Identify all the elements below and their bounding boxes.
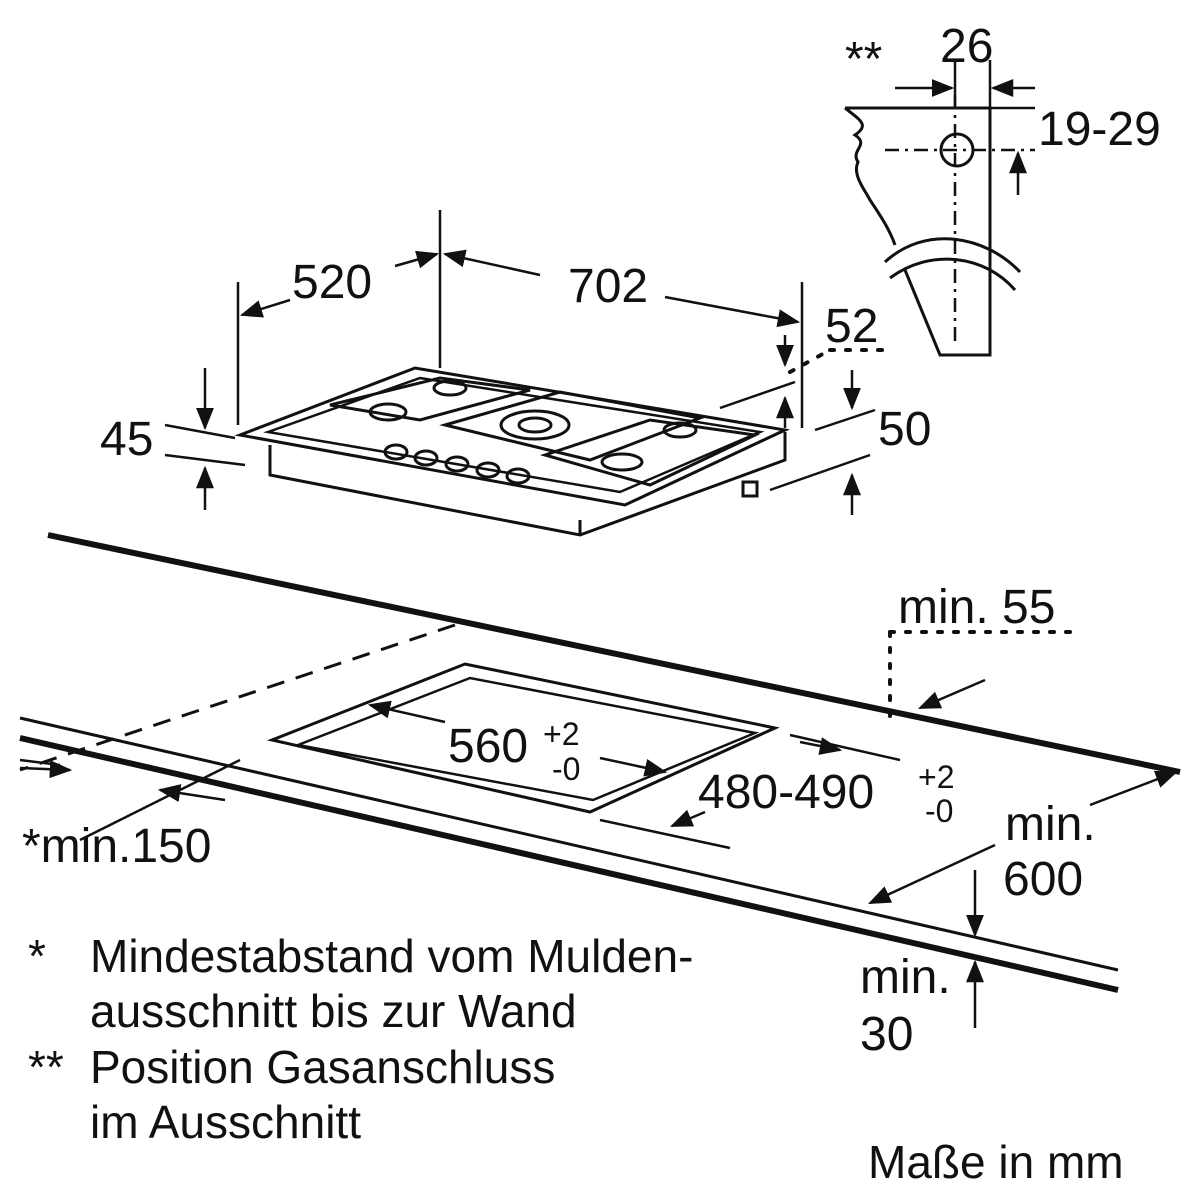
gas-marker: ** [845,33,882,86]
dim-702: 702 [568,260,648,313]
dim-560-tol-plus: +2 [543,716,579,752]
note-star-line2: ausschnitt bis zur Wand [90,985,577,1037]
wall-line [19,623,456,772]
knob-3 [444,455,470,473]
dim-52: 52 [825,300,878,353]
pan-support-left [329,376,531,422]
note-star-mark: * [28,930,46,982]
burner-left-front [368,402,408,422]
dim-19-29: 19-29 [1038,103,1161,156]
dim-min-55: min. 55 [898,581,1055,634]
dim-560-tol-minus: -0 [552,751,580,787]
knob-5 [505,467,531,485]
burner-wok [499,409,571,441]
pan-support-right [539,418,761,487]
knob-2 [413,449,439,467]
note-dstar-line1: Position Gasanschluss [90,1041,555,1093]
dim-480-tol-plus: +2 [918,759,954,795]
gas-connection-detail [844,60,1035,357]
dim-520: 520 [292,256,372,309]
dim-480-490: 480-490 [698,766,874,819]
worktop-front-edge-top [19,716,1119,972]
hob-cutout [266,662,780,814]
knob-1 [383,443,409,461]
note-dstar-mark: ** [28,1041,64,1093]
hob-top-plate [234,366,790,507]
dim-min-600-line2: 600 [1003,853,1083,906]
burner-right-front [600,452,644,472]
dim-50: 50 [878,403,931,456]
pan-support-center [439,390,706,462]
gas-connector [741,480,759,498]
dim-min-30-line2: 30 [860,1008,913,1061]
dim-560: 560 [448,720,528,773]
worktop-drawing [19,532,1181,1028]
burner-left-rear [432,379,468,397]
dim-480-tol-minus: -0 [925,793,953,829]
dim-26: 26 [940,20,993,73]
dim-45: 45 [100,413,153,466]
units-label: Maße in mm [868,1136,1124,1188]
knob-4 [475,461,501,479]
burner-right-rear [662,421,698,439]
note-dstar-line2: im Ausschnitt [90,1096,361,1148]
dim-min-600-line1: min. [1005,798,1096,851]
hob-dimensions [164,210,887,515]
worktop-rear-edge [47,532,1181,775]
dim-min-30-line1: min. [860,951,951,1004]
dim-min-150: *min.150 [22,820,211,873]
note-star-line1: Mindestabstand vom Mulden- [90,930,693,982]
hob-drawing [234,366,790,537]
worktop-front-edge [19,735,1119,993]
